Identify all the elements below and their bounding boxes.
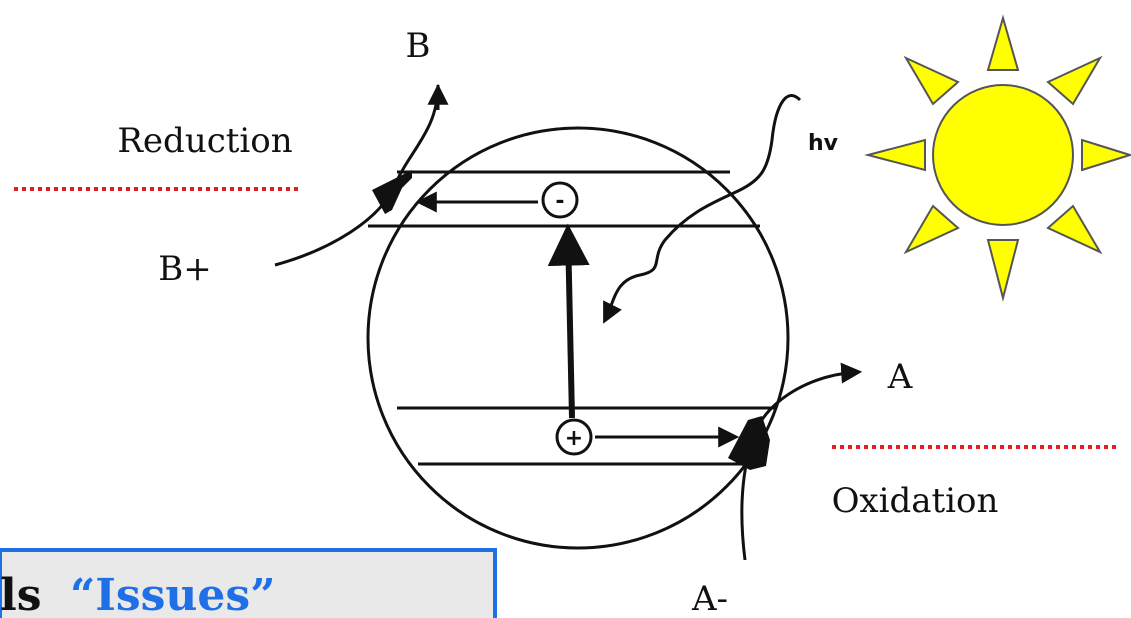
label-b: B: [406, 26, 431, 66]
oxidation-site: [728, 416, 770, 470]
label-a: A: [887, 357, 913, 397]
semiconductor-particle: [366, 126, 790, 550]
sun-icon: [864, 14, 1131, 302]
label-hv: hv: [808, 131, 839, 156]
label-oxidation: Oxidation: [832, 481, 999, 521]
electron: -: [541, 181, 579, 219]
excitation-arrow: [547, 223, 590, 419]
label-reduction: Reduction: [117, 121, 292, 161]
svg-text:+: +: [565, 426, 583, 451]
a-product-curve: [740, 362, 863, 561]
photon-wave-arrow: [603, 94, 802, 324]
svg-text:-: -: [555, 189, 564, 214]
banner-text-part1: ls: [0, 570, 42, 618]
issues-banner: ls “Issues”: [0, 548, 497, 618]
banner-text-part2: “Issues”: [70, 570, 276, 618]
label-b-plus: B+: [158, 249, 211, 289]
label-a-minus: A-: [691, 579, 728, 618]
hole: +: [555, 418, 593, 456]
b-product-curve: [274, 84, 440, 267]
